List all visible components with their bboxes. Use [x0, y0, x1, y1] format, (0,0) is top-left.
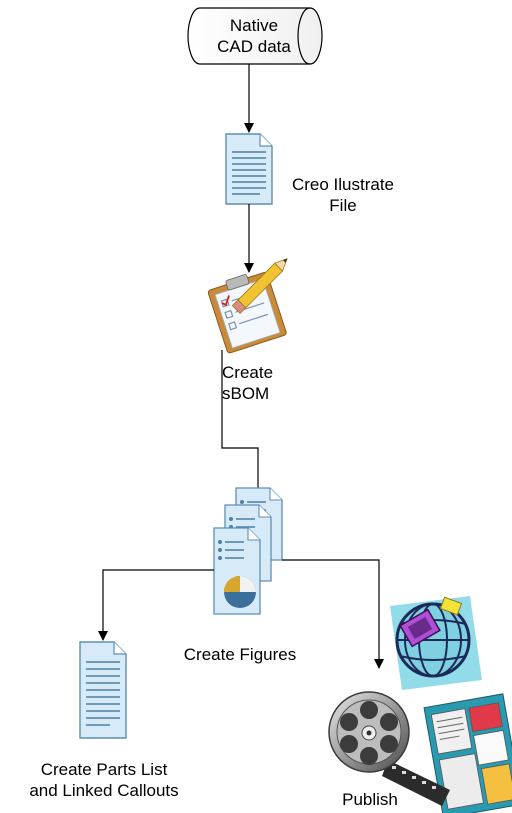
arrow-sbom-to-figures	[221, 350, 263, 501]
sbom-label: Create sBOM	[222, 362, 302, 404]
sbom-label-line1: Create	[222, 363, 274, 382]
publish-label: Publish	[342, 790, 398, 809]
illustrate-file-label-line2: File	[329, 196, 357, 215]
film-reel-icon	[328, 691, 450, 806]
cad-data-label-line2: CAD data	[217, 37, 291, 56]
parts-list-label-line2: and Linked Callouts	[29, 781, 179, 800]
stacked-documents-icon	[213, 487, 283, 615]
create-figures-label: Create Figures	[183, 645, 297, 664]
sbom-label-line2: sBOM	[222, 384, 270, 403]
illustrate-file-label-line1: Creo Ilustrate	[291, 175, 395, 194]
globe-icon	[390, 596, 482, 690]
cad-data-label: Native CAD data	[200, 15, 308, 57]
illustrate-file-label: Creo Ilustrate File	[283, 174, 403, 216]
cad-data-label-line1: Native	[229, 16, 279, 35]
cad-data-cylinder	[187, 7, 323, 65]
document-icon	[225, 133, 273, 205]
document-icon	[79, 641, 127, 739]
arrow-figures-to-parts	[98, 569, 214, 641]
clipboard-checklist-icon	[207, 271, 287, 354]
parts-list-label: Create Parts List and Linked Callouts	[4, 759, 204, 801]
pencil-icon	[231, 257, 288, 315]
parts-list-label-line1: Create Parts List	[40, 760, 168, 779]
collage-icon	[423, 693, 512, 813]
arrow-figures-to-publish	[282, 559, 384, 669]
